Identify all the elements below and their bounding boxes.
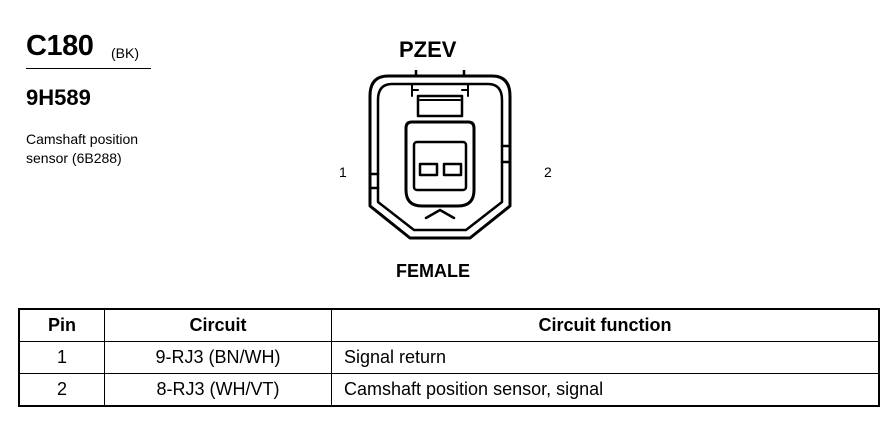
terminal-cavity xyxy=(412,140,468,192)
cell-pin: 2 xyxy=(18,373,105,407)
description-line-1: Camshaft position xyxy=(26,131,139,147)
cell-pin: 1 xyxy=(18,341,105,374)
connector-color: (BK) xyxy=(111,45,139,61)
pin-table: Pin Circuit Circuit function 1 9-RJ3 (BN… xyxy=(18,308,880,407)
table-row: 2 8-RJ3 (WH/VT) Camshaft position sensor… xyxy=(18,373,880,407)
connector-inner-wall xyxy=(376,82,504,232)
title-divider xyxy=(26,68,151,69)
connector-latch xyxy=(414,70,466,78)
header-function: Circuit function xyxy=(331,308,880,342)
connector-face-diagram xyxy=(368,70,512,240)
cell-circuit: 8-RJ3 (WH/VT) xyxy=(104,373,332,407)
table-row: 1 9-RJ3 (BN/WH) Signal return xyxy=(18,341,880,374)
right-key xyxy=(500,144,512,164)
cell-circuit: 9-RJ3 (BN/WH) xyxy=(104,341,332,374)
description-line-2: sensor (6B288) xyxy=(26,150,122,166)
cell-function: Camshaft position sensor, signal xyxy=(331,373,880,407)
gender-label: FEMALE xyxy=(396,261,470,281)
latch-arms xyxy=(411,83,469,97)
pin-2-terminal xyxy=(442,162,463,177)
header-circuit: Circuit xyxy=(104,308,332,342)
table-header-row: Pin Circuit Circuit function xyxy=(18,308,880,342)
connector-outer-housing xyxy=(368,74,512,240)
component-description: Camshaft position sensor (6B288) xyxy=(26,130,138,168)
latch-tab xyxy=(416,94,464,118)
pin-1-terminal xyxy=(418,162,439,177)
left-key xyxy=(368,172,380,190)
bottom-key xyxy=(424,208,456,220)
pin-1-label: 1 xyxy=(339,164,347,180)
pin-2-label: 2 xyxy=(544,164,552,180)
part-number: 9H589 xyxy=(26,85,91,110)
terminal-cavity-outline xyxy=(404,120,476,208)
header-pin: Pin xyxy=(18,308,105,342)
cell-function: Signal return xyxy=(331,341,880,374)
variant-label: PZEV xyxy=(399,37,457,62)
connector-id: C180 xyxy=(26,30,94,62)
